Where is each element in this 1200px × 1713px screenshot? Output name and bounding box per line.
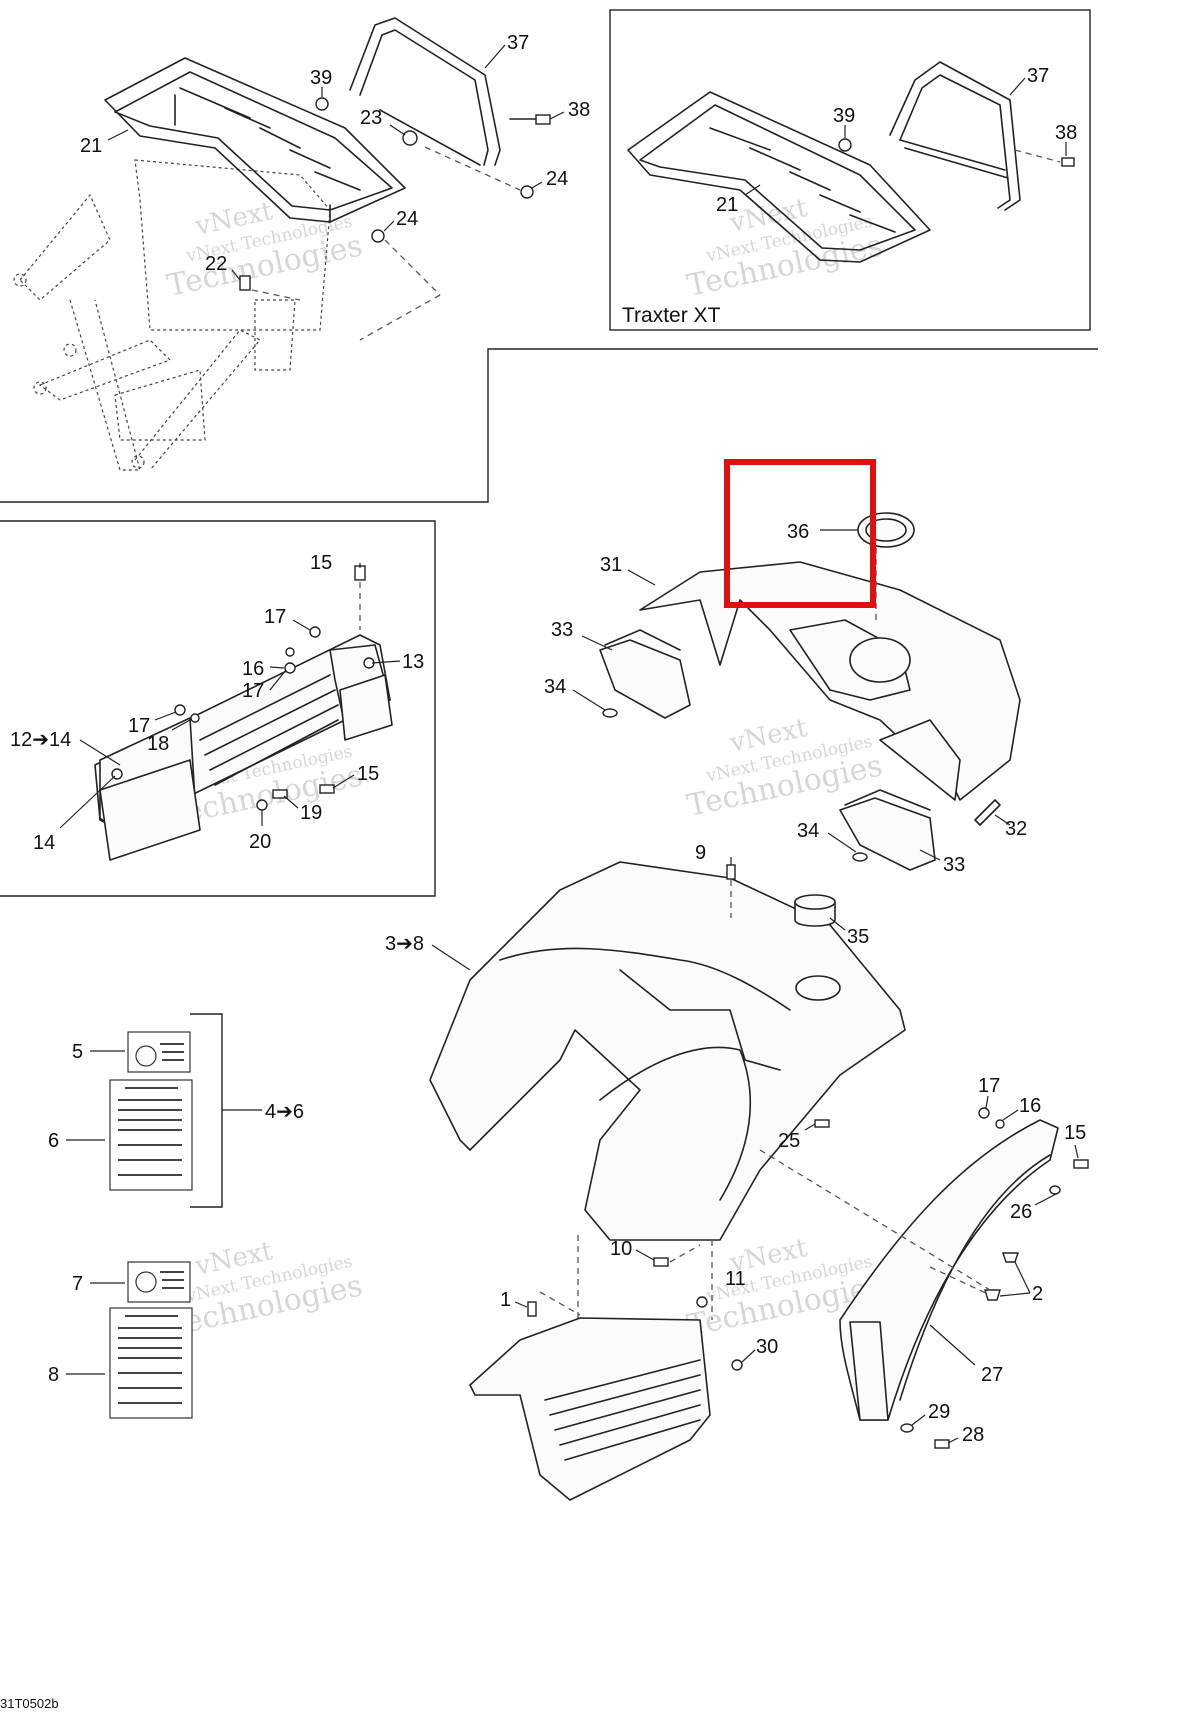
callout-18: 18	[147, 733, 169, 755]
fender-top-31	[639, 561, 1021, 801]
decal-5	[127, 1031, 191, 1073]
image-code: 31T0502b	[0, 1696, 59, 1711]
callout-24: 24	[396, 208, 418, 230]
callout-24: 24	[546, 168, 568, 190]
callout-8: 8	[48, 1364, 59, 1386]
callout-34: 34	[797, 820, 819, 842]
xt-rear-bar	[889, 61, 1021, 211]
callout-10: 10	[610, 1238, 632, 1260]
small-parts-32-34	[602, 708, 1001, 862]
callout-37: 37	[507, 32, 529, 54]
callout-12-14: 12➔14	[10, 729, 71, 751]
highlight-box	[724, 459, 876, 608]
callout-9: 9	[695, 842, 706, 864]
fender-flare-27	[839, 1119, 1059, 1421]
callout-36: 36	[787, 521, 809, 543]
callout-39: 39	[310, 67, 332, 89]
flare-hardware	[759, 1107, 1089, 1449]
rear-bar	[349, 17, 501, 166]
leader-lines	[59, 44, 1079, 1444]
plug-35	[794, 894, 836, 927]
callout-7: 7	[72, 1273, 83, 1295]
rear-fender-3-8	[429, 861, 906, 1241]
callout-15: 15	[357, 763, 379, 785]
callout-30: 30	[756, 1336, 778, 1358]
callout-labels: 37 39 38 21 23 24 24 22 37 39 38 21 Trax…	[0, 32, 1086, 1711]
decal-group-bracket	[190, 1013, 223, 1208]
callout-22: 22	[205, 253, 227, 275]
callout-19: 19	[300, 802, 322, 824]
callout-17: 17	[264, 606, 286, 628]
inset-title: Traxter XT	[622, 304, 721, 327]
callout-15: 15	[1064, 1122, 1086, 1144]
callout-26: 26	[1010, 1201, 1032, 1223]
callout-37: 37	[1027, 65, 1049, 87]
watermark-2: vNext vNext Technologies Technologies	[684, 193, 885, 304]
callout-25: 25	[778, 1130, 800, 1152]
callout-3-8: 3➔8	[385, 933, 424, 955]
callout-1: 1	[500, 1289, 511, 1311]
callout-15: 15	[310, 552, 332, 574]
callout-21: 21	[716, 194, 738, 216]
callout-23: 23	[360, 107, 382, 129]
callout-27: 27	[981, 1364, 1003, 1386]
rear-frame-panel-border	[0, 348, 1098, 503]
callout-33: 33	[551, 619, 573, 641]
callout-32: 32	[1005, 818, 1027, 840]
holders-33	[599, 629, 936, 871]
callout-39: 39	[833, 105, 855, 127]
fender-hardware	[653, 864, 830, 1267]
callout-13: 13	[402, 651, 424, 673]
callout-6: 6	[48, 1130, 59, 1152]
xt-rear-rack	[627, 91, 931, 263]
callout-20: 20	[249, 831, 271, 853]
callout-14: 14	[33, 832, 55, 854]
watermark-1: vNext vNext Technologies Technologies	[164, 196, 365, 304]
callout-11: 11	[725, 1268, 746, 1290]
footwell-hardware	[577, 1235, 743, 1371]
footwell-1	[469, 1291, 711, 1501]
callout-5: 5	[72, 1041, 83, 1063]
callout-17: 17	[978, 1075, 1000, 1097]
decal-8	[109, 1307, 193, 1419]
callout-38: 38	[568, 99, 590, 121]
callout-17: 17	[128, 715, 150, 737]
callout-16: 16	[1019, 1095, 1041, 1117]
rear-rack	[104, 57, 406, 223]
decal-7	[127, 1261, 191, 1303]
callout-16: 16	[242, 658, 264, 680]
rear-frame-dashed	[13, 159, 331, 471]
bumper-panel-border	[0, 520, 436, 897]
callout-21: 21	[80, 135, 102, 157]
top-left-hardware	[239, 97, 551, 341]
callout-33: 33	[943, 854, 965, 876]
callout-2: 2	[1032, 1283, 1043, 1305]
xt-hardware	[838, 138, 1075, 167]
callout-29: 29	[928, 1401, 950, 1423]
callout-17: 17	[242, 680, 264, 702]
callout-34: 34	[544, 676, 566, 698]
traxter-xt-inset-frame	[609, 9, 1091, 331]
callout-28: 28	[962, 1424, 984, 1446]
callout-35: 35	[847, 926, 869, 948]
decal-6	[109, 1079, 193, 1191]
bumper-hardware	[174, 565, 366, 811]
rear-bumper	[94, 634, 393, 861]
callout-31: 31	[600, 554, 622, 576]
callout-38: 38	[1055, 122, 1077, 144]
callout-4-6: 4➔6	[265, 1101, 304, 1123]
